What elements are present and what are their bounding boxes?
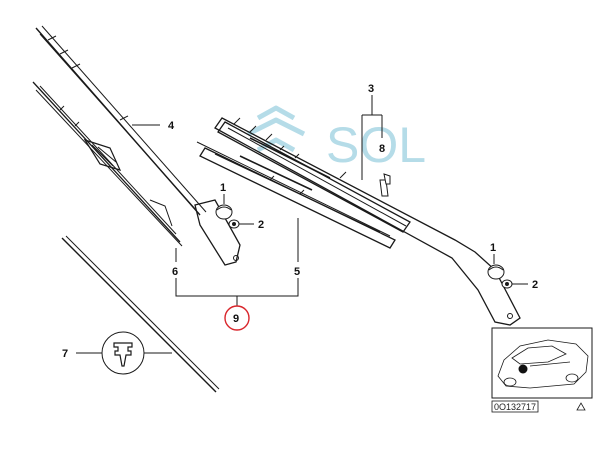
callout-9-highlight: 9: [224, 305, 250, 331]
callout-8: 8: [379, 143, 385, 155]
car-locator-thumbnail: 0O132717: [491, 327, 593, 413]
left-nut-caps: [215, 204, 240, 229]
callout-3: 3: [368, 83, 374, 95]
profile-detail-icon: [101, 331, 145, 375]
callout-4: 4: [168, 120, 175, 132]
right-wiper-arm-blade: [217, 121, 411, 233]
wiper-location-marker: [518, 364, 528, 374]
leader-lines: [76, 95, 528, 354]
clip-part: [379, 173, 391, 197]
callout-2-right: 2: [532, 279, 538, 291]
callout-1-left: 1: [220, 182, 226, 194]
sol-watermark: SOL: [246, 105, 426, 173]
sol-logo-icon: [246, 105, 306, 153]
rubber-insert-strip: [61, 235, 220, 393]
thumbnail-code: 0O132717: [494, 402, 536, 412]
right-wiper-arm: [214, 117, 521, 326]
callout-2-left: 2: [258, 219, 264, 231]
car-outline-icon: [497, 339, 589, 389]
callout-9: 9: [233, 313, 239, 325]
callout-1-right: 1: [490, 242, 496, 254]
right-wiper-blade: [196, 141, 396, 249]
watermark-text: SOL: [326, 117, 426, 173]
triangle-icon: [576, 402, 586, 411]
callout-6: 6: [172, 266, 178, 278]
left-wiper-arm: [35, 25, 241, 266]
left-wiper-blade: [32, 81, 183, 247]
right-nut-caps: [487, 264, 513, 289]
callout-5: 5: [294, 266, 300, 278]
callout-7: 7: [62, 348, 68, 360]
